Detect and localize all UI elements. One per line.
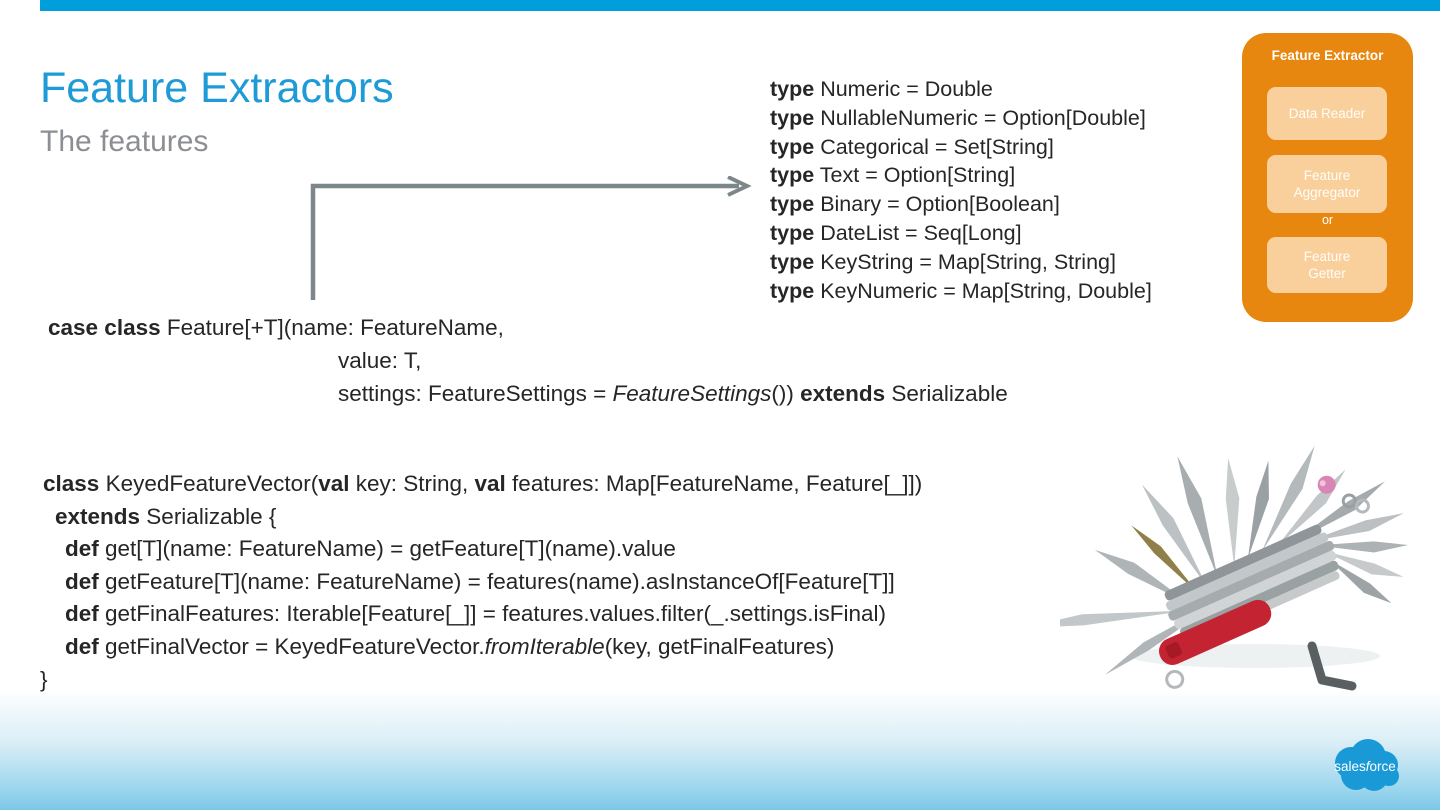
code-line: value: T, (48, 344, 1008, 377)
code-line: def getFeature[T](name: FeatureName) = f… (40, 566, 922, 599)
code-line: def getFinalVector = KeyedFeatureVector.… (40, 631, 922, 664)
box-label-line: Feature (1303, 249, 1351, 264)
logo-text: f (1366, 759, 1371, 774)
code-text: ()) (771, 381, 801, 406)
keyword: val (474, 471, 506, 496)
type-def-text: Numeric = Double (814, 77, 993, 101)
logo-wordmark: salesforce (1334, 759, 1396, 774)
data-reader-box: Data Reader (1267, 87, 1387, 140)
type-def-text: KeyString = Map[String, String] (814, 249, 1116, 274)
code-text: (key, getFinalFeatures) (604, 633, 835, 659)
keyword: def (65, 601, 99, 627)
swiss-army-knife-image (1060, 443, 1409, 691)
type-def-text: KeyNumeric = Map[String, Double] (814, 278, 1152, 303)
type-def-line: type Categorical = Set[String] (770, 133, 1152, 162)
case-class-code: case class Feature[+T](name: FeatureName… (48, 311, 1008, 410)
type-def-line: type DateList = Seq[Long] (770, 219, 1152, 248)
keyword: def (65, 633, 99, 659)
box-label-line: Aggregator (1293, 185, 1361, 200)
keyword: type (770, 278, 815, 303)
code-text: Serializable (885, 381, 1008, 406)
keyword: extends (800, 381, 886, 406)
box-label: Data Reader (1288, 106, 1366, 121)
type-def-line: type Binary = Option[Boolean] (770, 190, 1152, 219)
code-text: getFinalVector = KeyedFeatureVector. (98, 633, 485, 659)
code-text: getFeature[T](name: FeatureName) = featu… (98, 568, 895, 594)
box-label-line: Getter (1308, 266, 1346, 281)
keyword: type (770, 163, 815, 188)
code-text: getFinalFeatures: Iterable[Feature[_]] =… (98, 601, 886, 627)
elbow-arrow-icon (310, 176, 752, 300)
type-def-line: type Text = Option[String] (770, 161, 1152, 190)
type-def-text: Binary = Option[Boolean] (814, 192, 1060, 217)
code-text: Serializable { (140, 503, 277, 529)
code-line: def getFinalFeatures: Iterable[Feature[_… (40, 598, 922, 631)
code-line: class KeyedFeatureVector(val key: String… (40, 468, 922, 501)
keyword: class (43, 471, 100, 496)
type-def-text: Text = Option[String] (814, 163, 1016, 188)
panel-title: Feature Extractor (1271, 48, 1384, 63)
keyword: type (770, 192, 815, 217)
page-title: Feature Extractors (40, 64, 394, 112)
code-text: Feature[+T](name: FeatureName, (160, 315, 504, 340)
keyword: extends (55, 503, 141, 529)
code-line: settings: FeatureSettings = FeatureSetti… (48, 377, 1008, 410)
or-label: or (1321, 213, 1334, 227)
salesforce-logo-icon: salesforce (1334, 739, 1399, 791)
keyword: def (65, 568, 99, 594)
type-def-text: Categorical = Set[String] (814, 134, 1054, 159)
type-alias-list: type Numeric = Double type NullableNumer… (770, 75, 1152, 305)
code-line: extends Serializable { (40, 501, 922, 534)
footer-gradient (0, 690, 1440, 810)
top-accent-bar (40, 0, 1440, 11)
keyword: type (770, 105, 815, 130)
keyword: type (770, 134, 815, 159)
keyword: val (318, 471, 350, 496)
code-text: features: Map[FeatureName, Feature[_]]) (505, 471, 923, 496)
type-def-line: type Numeric = Double (770, 75, 1152, 104)
page-subtitle: The features (40, 125, 209, 158)
type-def-line: type NullableNumeric = Option[Double] (770, 104, 1152, 133)
code-text: } (40, 666, 48, 692)
type-def-line: type KeyString = Map[String, String] (770, 248, 1152, 277)
italic-identifier: fromIterable (484, 633, 605, 659)
keyed-feature-vector-code: class KeyedFeatureVector(val key: String… (40, 468, 922, 696)
code-line: } (40, 664, 922, 697)
keyword: type (770, 77, 815, 101)
code-text: KeyedFeatureVector( (99, 471, 319, 496)
code-text: settings: FeatureSettings = (338, 381, 613, 406)
type-def-text: NullableNumeric = Option[Double] (814, 105, 1146, 130)
type-def-text: DateList = Seq[Long] (814, 220, 1022, 245)
code-line: def get[T](name: FeatureName) = getFeatu… (40, 533, 922, 566)
box-label-line: Feature (1303, 168, 1351, 183)
code-text: key: String, (349, 471, 475, 496)
type-def-line: type KeyNumeric = Map[String, Double] (770, 277, 1152, 306)
code-line: case class Feature[+T](name: FeatureName… (48, 311, 1008, 344)
code-text: value: T, (338, 348, 422, 373)
keyword: type (770, 220, 815, 245)
keyword: case class (48, 315, 161, 340)
italic-identifier: FeatureSettings (612, 381, 772, 406)
keyword: def (65, 536, 99, 562)
code-text: get[T](name: FeatureName) = getFeature[T… (98, 536, 676, 562)
keyword: type (770, 249, 815, 274)
logo-text: sales (1334, 759, 1366, 774)
logo-text: orce (1370, 759, 1396, 774)
